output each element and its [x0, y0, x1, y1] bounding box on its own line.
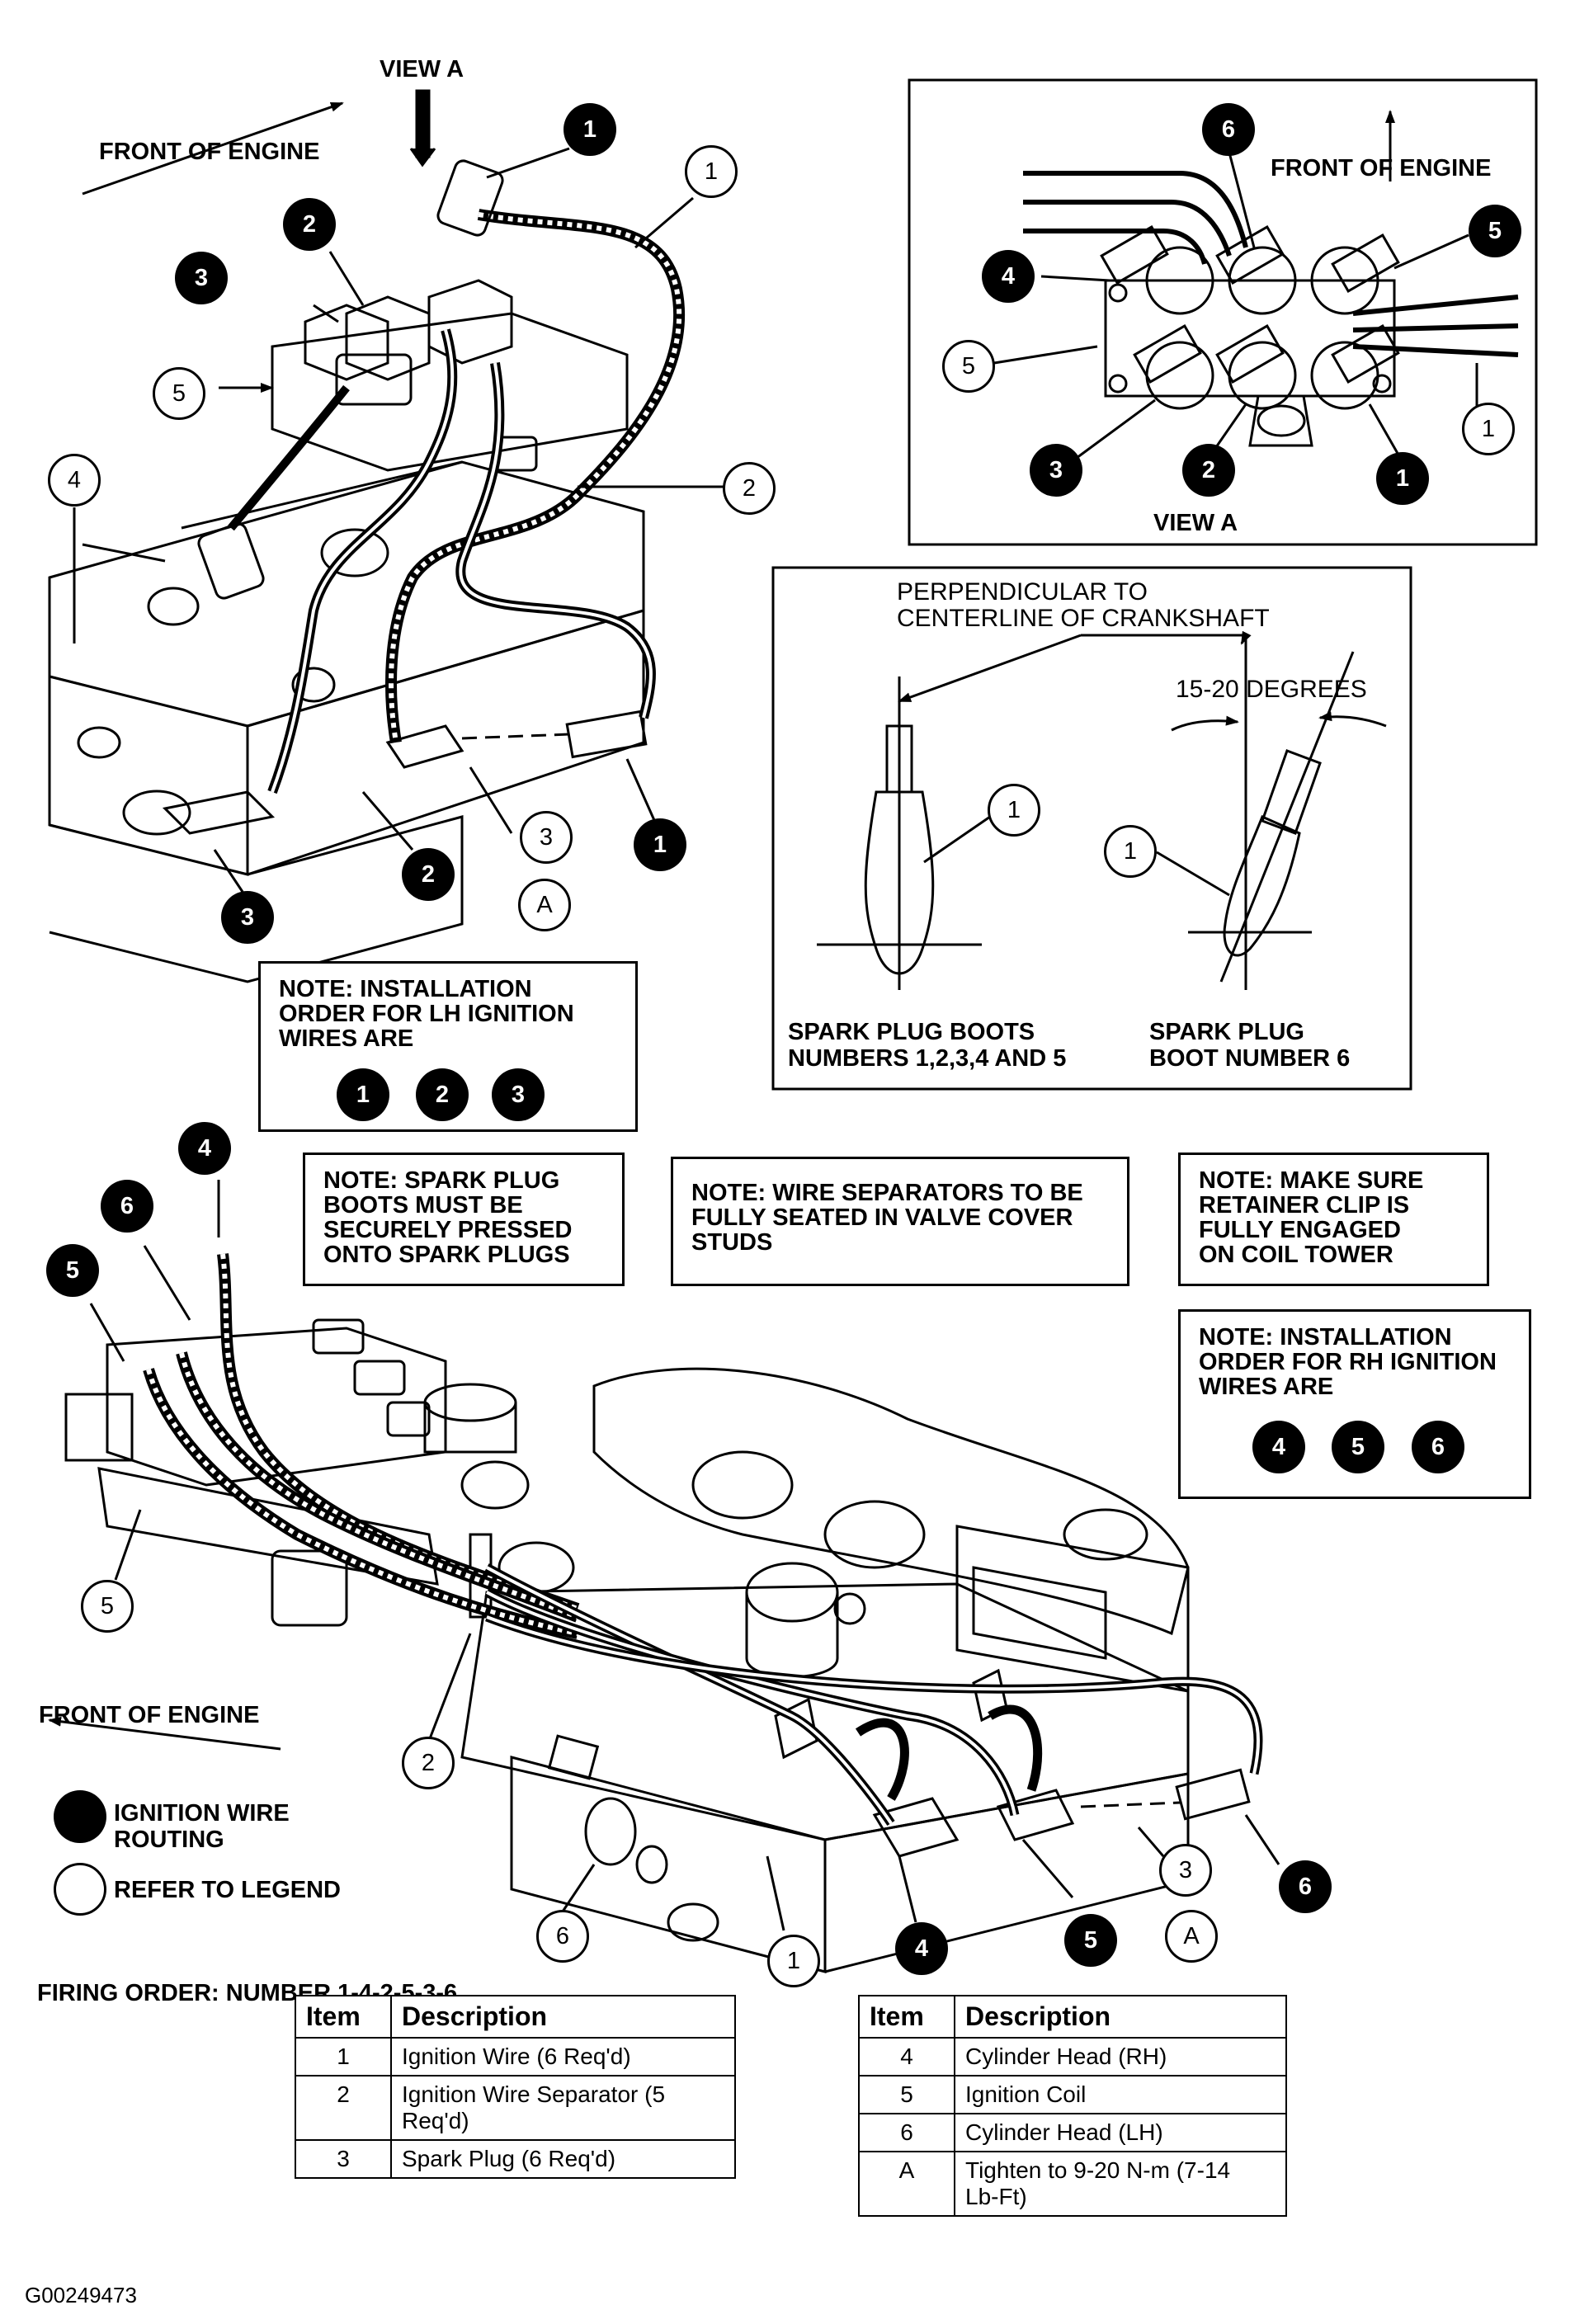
callout-bt-b6: 6: [101, 1180, 153, 1233]
view-a-inset-label: VIEW A: [1153, 510, 1238, 536]
rh-order-bubble-6: 6: [1412, 1421, 1464, 1473]
boot-6-label: SPARK PLUG BOOT NUMBER 6: [1149, 1019, 1351, 1072]
callout-va-b5: 5: [1469, 205, 1521, 257]
symbol-routing-label: IGNITION WIRE ROUTING: [114, 1800, 290, 1853]
degrees-label: 15-20 DEGREES: [1176, 676, 1367, 703]
callout-tl-w3: 3: [520, 811, 573, 864]
legend-right-header-desc: Description: [954, 1995, 1287, 2039]
front-of-engine-inset-label: FRONT OF ENGINE: [1271, 155, 1492, 181]
legend-right-header-item: Item: [858, 1995, 955, 2039]
legend-desc-3: Spark Plug (6 Req'd): [390, 2139, 736, 2179]
callout-tl-w5: 5: [153, 367, 205, 420]
callout-tl-b1-low: 1: [634, 818, 686, 871]
figure-id: G00249473: [25, 2283, 137, 2308]
legend-table-left: Item Description 1 Ignition Wire (6 Req'…: [295, 1995, 736, 2179]
legend-desc-A: Tighten to 9-20 N-m (7-14 Lb-Ft): [954, 2151, 1287, 2217]
legend-desc-1: Ignition Wire (6 Req'd): [390, 2037, 736, 2077]
callout-va-b4: 4: [982, 250, 1035, 303]
callout-va-w1: 1: [1462, 403, 1515, 455]
table-row: 2 Ignition Wire Separator (5 Req'd): [295, 2075, 736, 2141]
legend-item-1: 1: [295, 2037, 392, 2077]
legend-item-4: 4: [858, 2037, 955, 2077]
callout-bt-b4-low: 4: [895, 1922, 948, 1975]
table-row: 4 Cylinder Head (RH): [858, 2037, 1287, 2077]
callout-tl-b3: 3: [175, 252, 228, 304]
legend-table-right: Item Description 4 Cylinder Head (RH) 5 …: [858, 1995, 1287, 2217]
front-of-engine-top-label: FRONT OF ENGINE: [99, 139, 320, 165]
callout-va-w5: 5: [942, 340, 995, 393]
callout-boot-w1-left: 1: [988, 784, 1040, 837]
boots-1-5-label: SPARK PLUG BOOTS NUMBERS 1,2,3,4 AND 5: [788, 1019, 1067, 1072]
callout-tl-b2-low: 2: [402, 848, 455, 901]
lh-engine-drawing: [48, 89, 726, 983]
rh-engine-drawing: [48, 1180, 1280, 1973]
legend-desc-2: Ignition Wire Separator (5 Req'd): [390, 2075, 736, 2141]
callout-va-b6: 6: [1202, 103, 1255, 156]
callout-va-b3: 3: [1030, 444, 1082, 497]
rh-order-bubble-5: 5: [1332, 1421, 1384, 1473]
callout-boot-w1-right: 1: [1104, 825, 1157, 878]
legend-desc-5: Ignition Coil: [954, 2075, 1287, 2114]
note-wire-separators: NOTE: WIRE SEPARATORS TO BE FULLY SEATED…: [671, 1157, 1129, 1286]
table-row: 6 Cylinder Head (LH): [858, 2113, 1287, 2152]
callout-bt-w2: 2: [402, 1737, 455, 1789]
table-row: 1 Ignition Wire (6 Req'd): [295, 2037, 736, 2077]
symbol-white-circle: [54, 1863, 106, 1916]
lh-order-bubble-2: 2: [416, 1068, 469, 1121]
symbol-black-circle: [54, 1790, 106, 1843]
legend-item-A: A: [858, 2151, 955, 2217]
lh-order-bubble-1: 1: [337, 1068, 389, 1121]
legend-item-6: 6: [858, 2113, 955, 2152]
callout-tl-w4: 4: [48, 454, 101, 507]
view-a-top-label: VIEW A: [380, 56, 464, 82]
legend-left-header-desc: Description: [390, 1995, 736, 2039]
callout-tl-b3-low: 3: [221, 891, 274, 944]
callout-bt-wA: A: [1165, 1910, 1218, 1963]
note-rh-installation-order: NOTE: INSTALLATION ORDER FOR RH IGNITION…: [1178, 1309, 1531, 1499]
note-retainer-clip: NOTE: MAKE SURE RETAINER CLIP IS FULLY E…: [1178, 1153, 1489, 1286]
callout-bt-w1: 1: [767, 1935, 820, 1987]
symbol-legend-label: REFER TO LEGEND: [114, 1877, 341, 1903]
callout-bt-b6-right: 6: [1279, 1860, 1332, 1913]
note-lh-installation-order: NOTE: INSTALLATION ORDER FOR LH IGNITION…: [258, 961, 638, 1132]
table-row: A Tighten to 9-20 N-m (7-14 Lb-Ft): [858, 2151, 1287, 2217]
table-row: 3 Spark Plug (6 Req'd): [295, 2139, 736, 2179]
legend-right-header-row: Item Description: [858, 1995, 1287, 2039]
callout-va-b1: 1: [1376, 452, 1429, 505]
legend-desc-4: Cylinder Head (RH): [954, 2037, 1287, 2077]
perpendicular-label: PERPENDICULAR TO CENTERLINE OF CRANKSHAF…: [897, 578, 1270, 632]
legend-item-2: 2: [295, 2075, 392, 2141]
legend-left-header-item: Item: [295, 1995, 392, 2039]
callout-tl-w1-top: 1: [685, 145, 738, 198]
callout-tl-b2: 2: [283, 198, 336, 251]
callout-bt-w5: 5: [81, 1580, 134, 1633]
legend-desc-6: Cylinder Head (LH): [954, 2113, 1287, 2152]
front-of-engine-bottom-label: FRONT OF ENGINE: [39, 1702, 260, 1728]
table-row: 5 Ignition Coil: [858, 2075, 1287, 2114]
callout-tl-w2: 2: [723, 462, 776, 515]
lh-order-bubble-3: 3: [492, 1068, 545, 1121]
callout-tl-b1-top: 1: [564, 103, 616, 156]
callout-bt-w6-low: 6: [536, 1910, 589, 1963]
legend-item-5: 5: [858, 2075, 955, 2114]
callout-va-b2: 2: [1182, 444, 1235, 497]
callout-bt-w3: 3: [1159, 1844, 1212, 1897]
callout-bt-b5: 5: [46, 1244, 99, 1297]
note-boots-pressed: NOTE: SPARK PLUG BOOTS MUST BE SECURELY …: [303, 1153, 625, 1286]
callout-tl-wA: A: [518, 879, 571, 931]
rh-order-bubble-4: 4: [1252, 1421, 1305, 1473]
callout-bt-b4: 4: [178, 1122, 231, 1175]
legend-left-header-row: Item Description: [295, 1995, 736, 2039]
callout-bt-b5-low: 5: [1064, 1914, 1117, 1967]
boots-inset: [771, 566, 1412, 1091]
legend-item-3: 3: [295, 2139, 392, 2179]
